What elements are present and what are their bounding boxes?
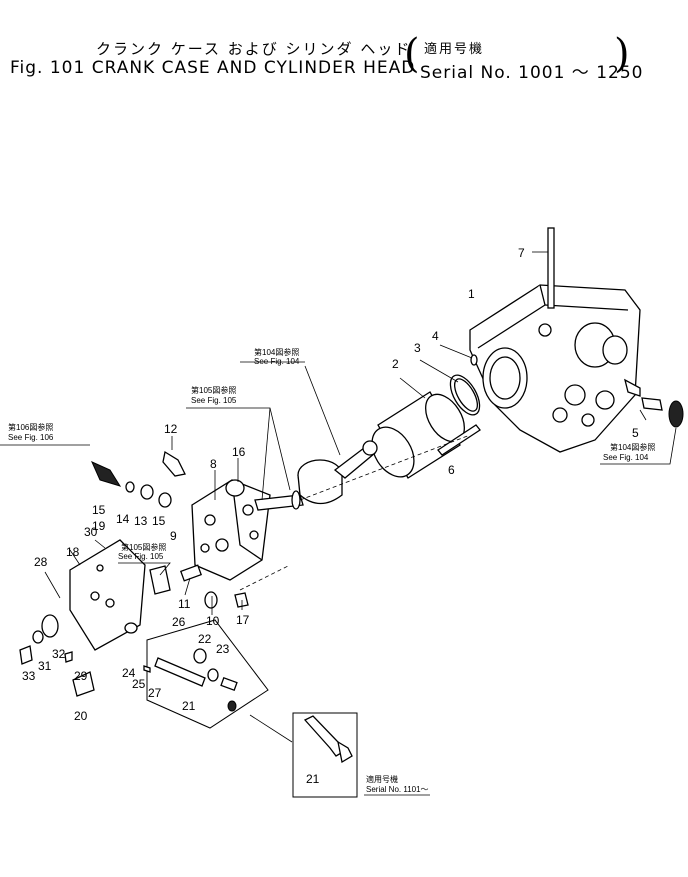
reference-labels: 第104図参照 See Fig. 104 第105図参照 See Fig. 10… (8, 347, 655, 794)
callout-numbers: 1 2 3 4 5 6 7 8 9 10 11 12 13 14 15 15 1… (22, 246, 639, 723)
ref-fig105-mid-en: See Fig. 105 (118, 552, 164, 561)
callout: 19 (92, 519, 106, 533)
ref-fig104-top-en: See Fig. 104 (254, 357, 300, 366)
inset-box (292, 712, 358, 798)
ref-fig106-jp: 第106図参照 (8, 422, 53, 432)
callout: 23 (216, 642, 230, 656)
inset-part-label: 21 (306, 772, 320, 786)
callout: 5 (632, 426, 639, 440)
callout: 24 (122, 666, 136, 680)
callout: 22 (198, 632, 212, 646)
small-parts (91, 450, 249, 609)
callout: 21 (182, 699, 196, 713)
callout: 8 (210, 457, 217, 471)
callout: 1 (468, 287, 475, 301)
callout: 30 (84, 525, 98, 539)
serial-range: Serial No. 1001 ～ 1250 (420, 63, 644, 83)
callout: 29 (74, 669, 88, 683)
callout: 14 (116, 512, 130, 526)
callout: 3 (414, 341, 421, 355)
callout: 2 (392, 357, 399, 371)
leader-lines (0, 361, 677, 796)
callout: 27 (148, 686, 162, 700)
ref-fig106-en: See Fig. 106 (8, 433, 54, 442)
ref-fig104-right-jp: 第104図参照 (610, 442, 655, 452)
o-rings (419, 344, 481, 416)
callout: 28 (34, 555, 48, 569)
callout: 6 (448, 463, 455, 477)
cylinder-head (191, 479, 304, 581)
callout: 4 (432, 329, 439, 343)
callout: 17 (236, 613, 250, 627)
callout: 18 (66, 545, 80, 559)
callout: 15 (92, 503, 106, 517)
ref-fig104-top-jp: 第104図参照 (254, 347, 299, 357)
figure-title: Fig. 101 CRANK CASE AND CYLINDER HEAD (10, 58, 416, 78)
ref-fig104-right-en: See Fig. 104 (603, 453, 649, 462)
inset-serial-en: Serial No. 1101～ (366, 785, 429, 794)
crank-case (469, 284, 641, 453)
callout: 33 (22, 669, 36, 683)
callout: 11 (178, 597, 191, 611)
callout: 32 (52, 647, 66, 661)
callout: 9 (170, 529, 177, 543)
sub-assembly-box (143, 619, 269, 729)
ref-fig105-mid-jp: 第105図参照 (121, 542, 166, 552)
cylinder-liner (371, 377, 465, 479)
paren-left: ( (404, 31, 420, 77)
ref-fig105-top-en: See Fig. 105 (191, 396, 237, 405)
callout: 13 (134, 514, 148, 528)
title-japanese: クランク ケース および シリンダ ヘッド (96, 40, 412, 58)
piston-assembly (297, 365, 378, 505)
ref-fig105-top-jp: 第105図参照 (191, 385, 236, 395)
callout: 25 (132, 677, 146, 691)
callout: 12 (164, 422, 178, 436)
callout: 16 (232, 445, 246, 459)
callout: 26 (172, 615, 186, 629)
shaft-and-gear (639, 397, 684, 428)
callout: 10 (206, 614, 220, 628)
paren-right: ) (614, 31, 630, 77)
gear-cover (19, 539, 146, 697)
callout: 15 (152, 514, 166, 528)
inset-serial-jp: 適用号機 (366, 774, 398, 784)
callout: 7 (518, 246, 525, 260)
serial-label-japanese: 適用号機 (424, 42, 485, 57)
dowel-pin (437, 424, 481, 456)
stud-bolt (532, 227, 555, 309)
callout: 31 (38, 659, 52, 673)
callout: 20 (74, 709, 88, 723)
